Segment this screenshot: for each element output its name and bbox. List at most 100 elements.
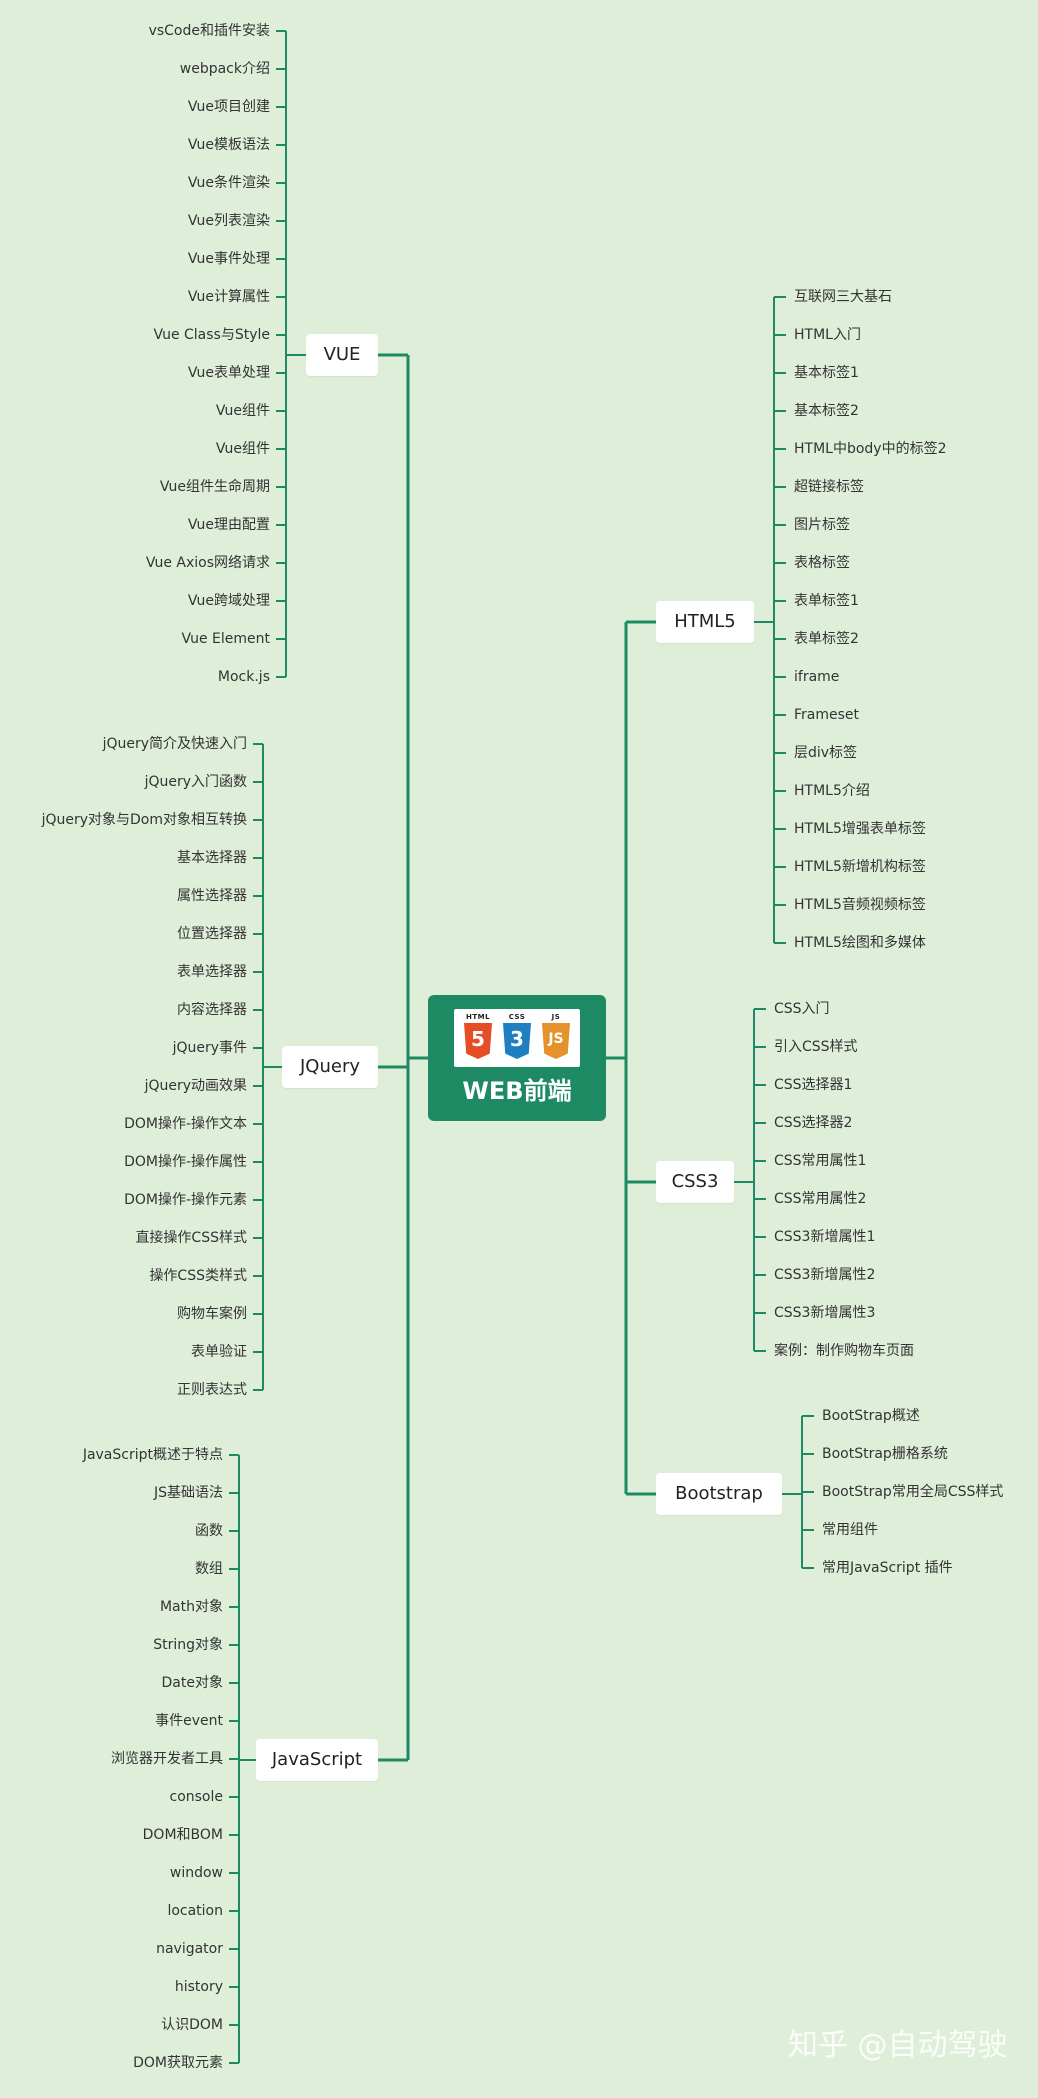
topic-vue-4[interactable]: Vue条件渲染 — [187, 175, 270, 191]
topic-css3-3[interactable]: CSS选择器2 — [774, 1115, 853, 1131]
topic-vue-0[interactable]: vsCode和插件安装 — [148, 23, 270, 39]
topic-jquery-0[interactable]: jQuery简介及快速入门 — [102, 736, 247, 752]
topic-javascript-15[interactable]: 认识DOM — [161, 2017, 223, 2033]
topic-jquery-16[interactable]: 表单验证 — [191, 1344, 247, 1360]
topic-vue-7[interactable]: Vue计算属性 — [187, 289, 270, 305]
topic-javascript-4[interactable]: Math对象 — [159, 1599, 223, 1615]
logo-box: HTML 5 CSS 3 JS JS — [454, 1009, 580, 1067]
topic-vue-9[interactable]: Vue表单处理 — [187, 365, 270, 381]
topic-html5-3[interactable]: 基本标签2 — [794, 403, 859, 419]
branch-css3[interactable]: CSS3 — [656, 1161, 734, 1203]
topic-html5-14[interactable]: HTML5增强表单标签 — [794, 821, 926, 837]
topic-css3-9[interactable]: 案例：制作购物车页面 — [774, 1343, 914, 1359]
topic-html5-17[interactable]: HTML5绘图和多媒体 — [794, 935, 926, 951]
topic-jquery-8[interactable]: jQuery事件 — [172, 1040, 247, 1056]
branch-vue[interactable]: VUE — [306, 334, 378, 376]
topic-html5-16[interactable]: HTML5音频视频标签 — [794, 897, 926, 913]
topic-css3-8[interactable]: CSS3新增属性3 — [774, 1305, 876, 1321]
topic-jquery-10[interactable]: DOM操作-操作文本 — [124, 1116, 247, 1132]
topic-vue-6[interactable]: Vue事件处理 — [187, 251, 270, 267]
topic-javascript-8[interactable]: 浏览器开发者工具 — [111, 1751, 223, 1767]
topic-javascript-12[interactable]: location — [167, 1903, 223, 1919]
topic-bootstrap-3[interactable]: 常用组件 — [822, 1522, 878, 1538]
topic-css3-5[interactable]: CSS常用属性2 — [774, 1191, 867, 1207]
topic-css3-7[interactable]: CSS3新增属性2 — [774, 1267, 876, 1283]
topic-bootstrap-2[interactable]: BootStrap常用全局CSS样式 — [822, 1484, 1004, 1500]
topic-jquery-4[interactable]: 属性选择器 — [177, 888, 247, 904]
topic-html5-15[interactable]: HTML5新增机构标签 — [794, 859, 926, 875]
topic-vue-11[interactable]: Vue组件 — [215, 441, 270, 457]
topic-html5-7[interactable]: 表格标签 — [794, 555, 850, 571]
topic-css3-1[interactable]: 引入CSS样式 — [774, 1039, 858, 1055]
topic-vue-17[interactable]: Mock.js — [217, 669, 270, 685]
topic-javascript-6[interactable]: Date对象 — [161, 1675, 223, 1691]
topic-jquery-13[interactable]: 直接操作CSS样式 — [135, 1230, 247, 1246]
topic-vue-14[interactable]: Vue Axios网络请求 — [145, 555, 270, 571]
topic-html5-1[interactable]: HTML入门 — [794, 327, 861, 343]
topic-jquery-15[interactable]: 购物车案例 — [177, 1306, 247, 1322]
html-tag: HTML — [465, 1013, 491, 1021]
topic-javascript-14[interactable]: history — [174, 1979, 223, 1995]
topic-html5-9[interactable]: 表单标签2 — [794, 631, 859, 647]
topic-vue-2[interactable]: Vue项目创建 — [187, 99, 270, 115]
branch-bootstrap[interactable]: Bootstrap — [656, 1473, 782, 1515]
topic-javascript-1[interactable]: JS基础语法 — [153, 1485, 223, 1501]
topic-html5-11[interactable]: Frameset — [794, 707, 860, 723]
topic-html5-6[interactable]: 图片标签 — [794, 517, 850, 533]
topic-vue-16[interactable]: Vue Element — [181, 631, 270, 647]
topic-html5-10[interactable]: iframe — [794, 669, 840, 685]
topic-jquery-12[interactable]: DOM操作-操作元素 — [124, 1192, 247, 1208]
topic-css3-6[interactable]: CSS3新增属性1 — [774, 1229, 876, 1245]
topic-html5-4[interactable]: HTML中body中的标签2 — [794, 441, 947, 457]
topic-jquery-11[interactable]: DOM操作-操作属性 — [124, 1154, 247, 1170]
branch-javascript[interactable]: JavaScript — [256, 1739, 378, 1781]
topic-javascript-11[interactable]: window — [169, 1865, 223, 1881]
topic-vue-5[interactable]: Vue列表渲染 — [187, 213, 270, 229]
topic-javascript-2[interactable]: 函数 — [195, 1523, 223, 1539]
branch-jquery[interactable]: JQuery — [282, 1046, 378, 1088]
topic-vue-13[interactable]: Vue理由配置 — [187, 517, 270, 533]
topic-vue-15[interactable]: Vue跨域处理 — [187, 593, 270, 609]
topic-jquery-9[interactable]: jQuery动画效果 — [144, 1078, 247, 1094]
topic-jquery-7[interactable]: 内容选择器 — [177, 1002, 247, 1018]
center-node[interactable]: HTML 5 CSS 3 JS JS WEB前端 — [428, 995, 606, 1121]
topic-javascript-5[interactable]: String对象 — [153, 1637, 223, 1653]
topic-javascript-16[interactable]: DOM获取元素 — [133, 2055, 223, 2071]
topic-html5-5[interactable]: 超链接标签 — [794, 479, 864, 495]
topic-javascript-0[interactable]: JavaScript概述于特点 — [82, 1447, 223, 1463]
topic-javascript-3[interactable]: 数组 — [195, 1561, 223, 1577]
topic-html5-0[interactable]: 互联网三大基石 — [794, 289, 892, 305]
topic-bootstrap-0[interactable]: BootStrap概述 — [822, 1408, 920, 1424]
topic-javascript-7[interactable]: 事件event — [155, 1713, 223, 1729]
topic-javascript-9[interactable]: console — [169, 1789, 224, 1805]
topic-jquery-5[interactable]: 位置选择器 — [177, 926, 247, 942]
topic-jquery-2[interactable]: jQuery对象与Dom对象相互转换 — [41, 812, 247, 828]
topic-jquery-6[interactable]: 表单选择器 — [177, 964, 247, 980]
topic-html5-12[interactable]: 层div标签 — [794, 745, 858, 761]
topic-html5-8[interactable]: 表单标签1 — [794, 593, 859, 609]
topic-vue-10[interactable]: Vue组件 — [215, 403, 270, 419]
topic-jquery-3[interactable]: 基本选择器 — [177, 850, 247, 866]
topic-css3-0[interactable]: CSS入门 — [774, 1001, 830, 1017]
css3-shield-icon: CSS 3 — [499, 1013, 535, 1063]
topic-javascript-13[interactable]: navigator — [156, 1941, 223, 1957]
center-title: WEB前端 — [462, 1077, 572, 1105]
topic-javascript-10[interactable]: DOM和BOM — [142, 1827, 223, 1843]
topic-vue-1[interactable]: webpack介绍 — [179, 61, 270, 77]
topic-jquery-17[interactable]: 正则表达式 — [177, 1382, 247, 1398]
topic-html5-2[interactable]: 基本标签1 — [794, 365, 859, 381]
topic-vue-12[interactable]: Vue组件生命周期 — [159, 479, 270, 495]
branch-html5[interactable]: HTML5 — [656, 601, 754, 643]
topic-html5-13[interactable]: HTML5介绍 — [794, 783, 870, 799]
html5-shield-icon: HTML 5 — [460, 1013, 496, 1063]
topic-bootstrap-4[interactable]: 常用JavaScript 插件 — [822, 1560, 953, 1576]
topic-css3-4[interactable]: CSS常用属性1 — [774, 1153, 867, 1169]
topic-vue-3[interactable]: Vue模板语法 — [187, 137, 270, 153]
topic-jquery-14[interactable]: 操作CSS类样式 — [149, 1268, 247, 1284]
topic-bootstrap-1[interactable]: BootStrap栅格系统 — [822, 1446, 948, 1462]
topic-jquery-1[interactable]: jQuery入门函数 — [144, 774, 247, 790]
topic-vue-8[interactable]: Vue Class与Style — [153, 327, 270, 343]
topic-css3-2[interactable]: CSS选择器1 — [774, 1077, 853, 1093]
